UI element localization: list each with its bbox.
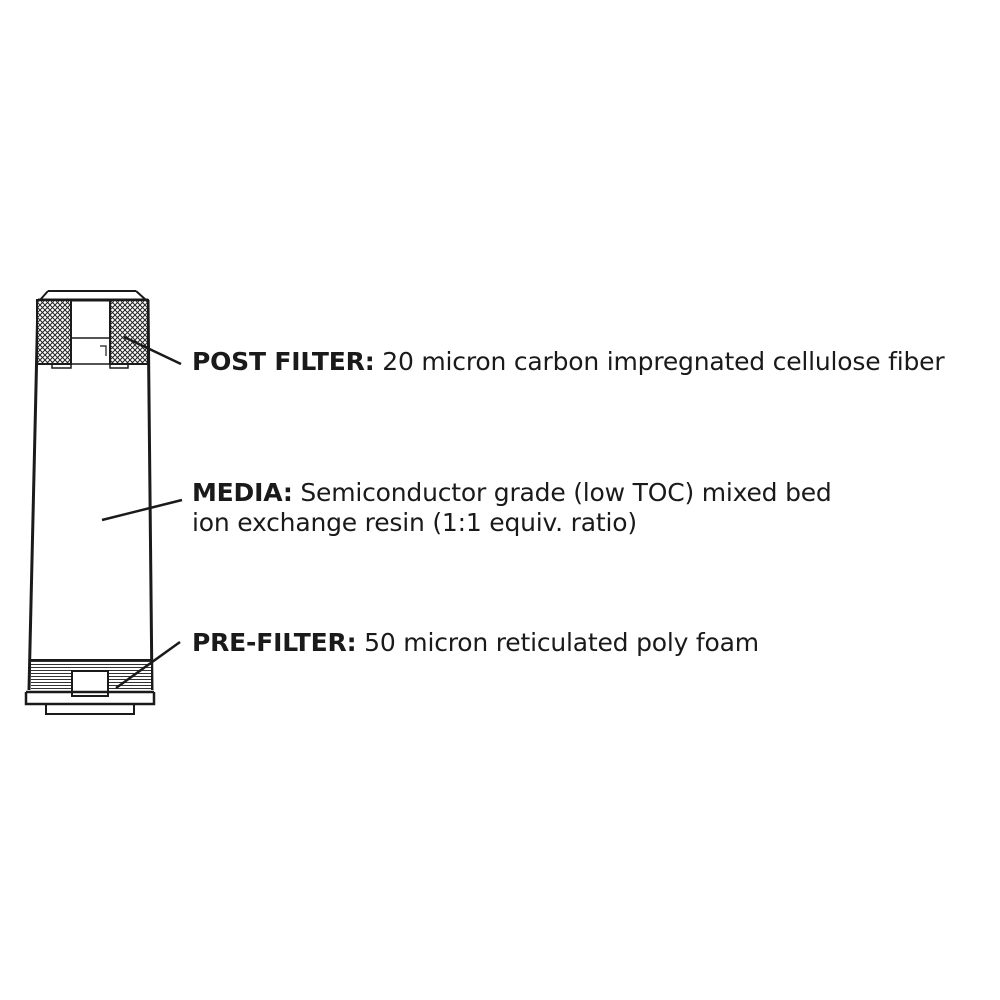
media-text-line2: ion exchange resin (1:1 equiv. ratio) xyxy=(192,508,637,537)
post-filter-section xyxy=(36,299,149,369)
pre-filter-text: 50 micron reticulated poly foam xyxy=(356,628,759,657)
post-filter-text: 20 micron carbon impregnated cellulose f… xyxy=(374,347,945,376)
cartridge-body xyxy=(24,290,156,715)
media-key: MEDIA: xyxy=(192,478,293,507)
media-label: MEDIA: Semiconductor grade (low TOC) mix… xyxy=(192,478,832,538)
media-leader xyxy=(101,498,183,522)
post-filter-leader xyxy=(123,335,182,366)
pre-filter-leader xyxy=(115,640,181,690)
media-text-line1: Semiconductor grade (low TOC) mixed bed xyxy=(292,478,832,507)
post-filter-label: POST FILTER: 20 micron carbon impregnate… xyxy=(192,347,945,377)
post-filter-key: POST FILTER: xyxy=(192,347,375,376)
pre-filter-key: PRE-FILTER: xyxy=(192,628,357,657)
pre-filter-section xyxy=(31,659,151,697)
media-label-line1: MEDIA: Semiconductor grade (low TOC) mix… xyxy=(192,478,832,508)
pre-filter-label: PRE-FILTER: 50 micron reticulated poly f… xyxy=(192,628,759,658)
leader-lines xyxy=(101,335,183,690)
